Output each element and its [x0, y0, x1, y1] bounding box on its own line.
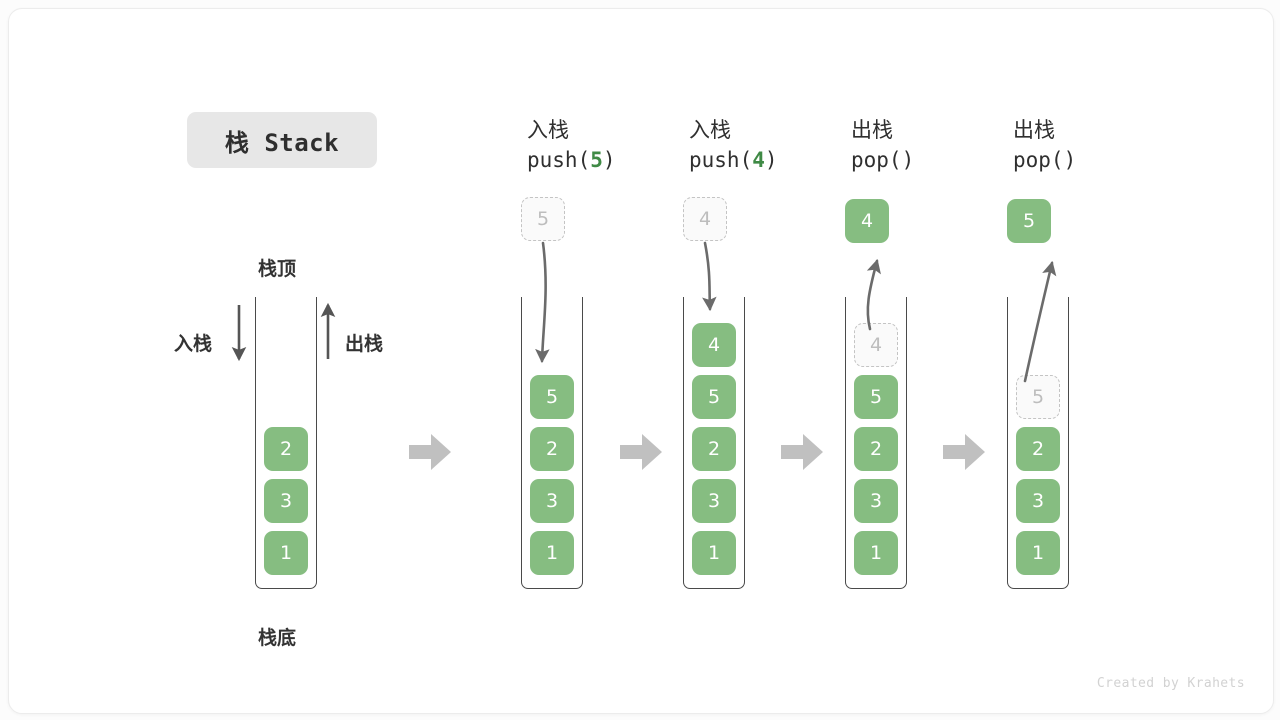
stack-cell: 2	[692, 427, 736, 471]
stack-cell: 2	[530, 427, 574, 471]
op-label-code: pop()	[1013, 145, 1203, 175]
stack-cell: 3	[264, 479, 308, 523]
stack-cell: 3	[1016, 479, 1060, 523]
title-badge: 栈 Stack	[187, 112, 377, 168]
code-pre: push(	[527, 148, 591, 173]
diagram-canvas: 栈 Stack 栈顶 栈底 入栈 出栈 入栈 push(5) 入栈 push(4…	[8, 8, 1274, 714]
op-label-cn: 出栈	[1013, 118, 1055, 142]
stack-cell-ghost: 5	[1016, 375, 1060, 419]
column-header-pop-5: 出栈 pop()	[1013, 115, 1203, 176]
stack-tube-pop-5	[1007, 297, 1069, 589]
stack-cell: 4	[692, 323, 736, 367]
stack-cell: 1	[692, 531, 736, 575]
push-side-label: 入栈	[174, 333, 213, 355]
transition-arrow-icon	[943, 434, 985, 470]
stack-cell: 2	[1016, 427, 1060, 471]
stack-tube-push-4	[683, 297, 745, 589]
stack-cell: 5	[692, 375, 736, 419]
floating-cell-push-4: 4	[683, 197, 727, 241]
pop-side-label: 出栈	[345, 333, 384, 355]
stack-cell: 2	[854, 427, 898, 471]
floating-cell-pop-5: 5	[1007, 199, 1051, 243]
stack-cell: 5	[530, 375, 574, 419]
code-post: )	[602, 148, 616, 173]
stack-cell: 3	[692, 479, 736, 523]
footer-credit: Created by Krahets	[1096, 676, 1245, 691]
op-label-cn: 入栈	[527, 118, 569, 142]
stack-tube-initial	[255, 297, 317, 589]
op-label-code: push(4)	[689, 145, 879, 175]
op-label-code: push(5)	[527, 145, 717, 175]
column-header-push-5: 入栈 push(5)	[527, 115, 717, 176]
stack-cell: 3	[854, 479, 898, 523]
stack-cell: 1	[1016, 531, 1060, 575]
stack-cell: 5	[854, 375, 898, 419]
transition-arrow-icon	[781, 434, 823, 470]
transition-arrow-icon	[620, 434, 662, 470]
stack-tube-pop-4	[845, 297, 907, 589]
stack-cell: 3	[530, 479, 574, 523]
stack-cell: 2	[264, 427, 308, 471]
stack-bottom-label: 栈底	[258, 627, 297, 649]
stack-cell-ghost: 4	[854, 323, 898, 367]
stack-cell: 1	[530, 531, 574, 575]
stack-cell: 1	[264, 531, 308, 575]
stack-top-label: 栈顶	[258, 258, 297, 280]
stack-cell: 1	[854, 531, 898, 575]
op-label-cn: 入栈	[689, 118, 731, 142]
page-title: 栈 Stack	[224, 128, 340, 157]
op-label-code: pop()	[851, 145, 1041, 175]
transition-arrow-icon	[409, 434, 451, 470]
code-arg: 5	[590, 148, 603, 173]
column-header-pop-4: 出栈 pop()	[851, 115, 1041, 176]
code-arg: 4	[752, 148, 765, 173]
code-post: )	[1063, 148, 1077, 173]
code-pre: pop(	[1013, 148, 1064, 173]
stack-tube-push-5	[521, 297, 583, 589]
op-label-cn: 出栈	[851, 118, 893, 142]
code-post: )	[901, 148, 915, 173]
floating-cell-pop-4: 4	[845, 199, 889, 243]
code-post: )	[764, 148, 778, 173]
floating-cell-push-5: 5	[521, 197, 565, 241]
code-pre: push(	[689, 148, 753, 173]
code-pre: pop(	[851, 148, 902, 173]
column-header-push-4: 入栈 push(4)	[689, 115, 879, 176]
